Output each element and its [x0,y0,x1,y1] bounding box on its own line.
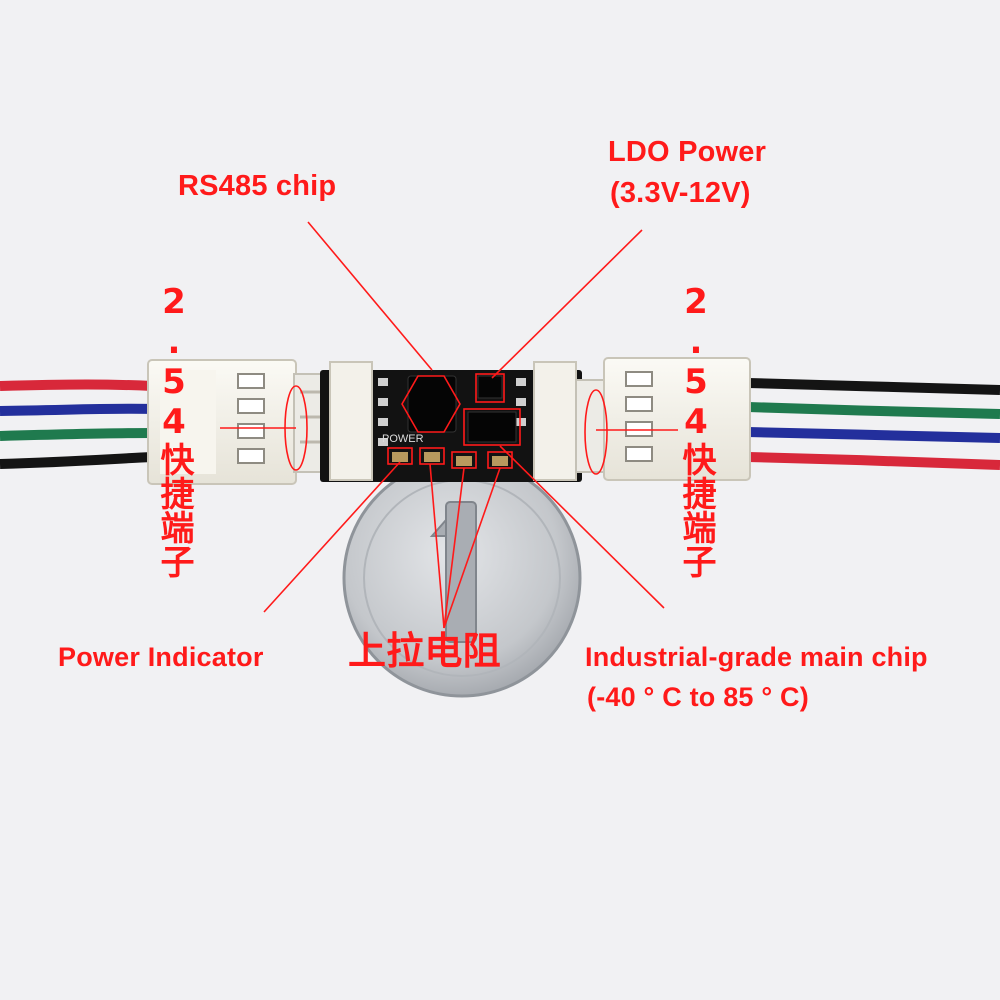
label-ldo-power-line2: (3.3V-12V) [610,177,751,209]
leader-rs485 [307,221,433,371]
label-rs485-chip: RS485 chip [178,170,337,202]
wire-blue-left [0,403,153,416]
wire-green-left [0,428,153,441]
label-terminal-right: 2.54快捷端子 [676,282,716,578]
wire-red-right [747,452,1000,470]
leader-pullup-3 [443,467,501,629]
main-chip-highlight [463,408,521,446]
four-wire-cable [0,378,1000,470]
right-terminal-highlight [584,389,608,475]
pcb-silkscreen: POWER [382,433,424,445]
pullup-highlight-1 [419,447,445,465]
annotation-marks [220,221,678,629]
label-power-indicator: Power Indicator [58,642,264,672]
pcb-module: POWER [320,361,582,482]
right-connector [575,357,751,481]
wire-black-left [0,452,153,469]
leader-ldo [491,229,643,379]
leader-pullup-1 [429,463,445,629]
label-main-chip-line1: Industrial-grade main chip [585,642,928,672]
wire-black-right [747,378,1000,395]
ldo-highlight [475,373,505,403]
label-pullup-resistor: 上拉电阻 [348,629,501,673]
wire-green-right [747,402,1000,419]
power-led-highlight [387,447,413,465]
label-main-chip-line2: (-40 ° C to 85 ° C) [587,682,809,712]
leader-power-indicator [263,461,401,613]
label-terminal-left: 2.54快捷端子 [154,282,194,578]
rs485-chip-highlight [401,375,461,433]
leader-pullup-2 [443,467,465,629]
wire-red-left [0,379,153,391]
wire-blue-right [747,427,1000,443]
one-yuan-coin [342,458,582,698]
label-ldo-power-line1: LDO Power [608,136,767,168]
leader-main-chip [499,445,665,609]
